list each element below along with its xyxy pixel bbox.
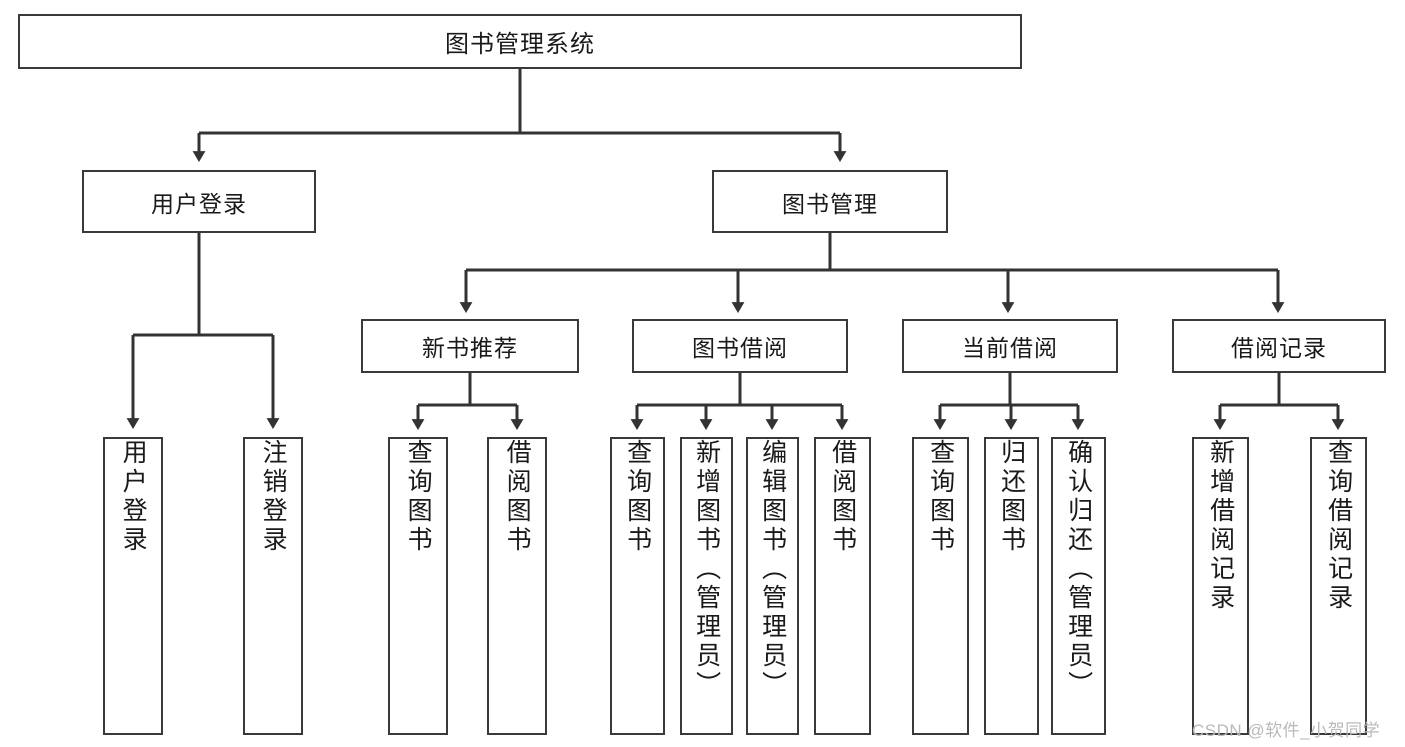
csdn-watermark: CSDN @软件_小贺同学 (1192, 721, 1381, 740)
node-leaf-return-book[interactable]: 归还图书 (984, 437, 1039, 735)
node-leaf-add-book-admin[interactable]: 新增图书（管理员） (680, 437, 733, 735)
connector-root-to-level2 (192, 69, 847, 163)
leaf-label: 查询图书 (404, 439, 433, 555)
leaf-label: 用户登录 (119, 439, 148, 555)
connector-borrowrecord-to-leaves (1213, 373, 1345, 431)
connector-currentborrow-to-leaves (933, 373, 1085, 431)
node-leaf-borrow-book[interactable]: 借阅图书 (814, 437, 871, 735)
leaf-label: 查询图书 (623, 439, 652, 555)
leaf-label: 借阅图书 (828, 439, 857, 555)
node-leaf-logout[interactable]: 注销登录 (243, 437, 303, 735)
connector-bookmanage-to-level3 (459, 233, 1285, 314)
connector-bookborrow-to-leaves (630, 373, 849, 431)
leaf-label: 注销登录 (259, 439, 288, 555)
node-leaf-confirm-return-admin[interactable]: 确认归还（管理员） (1051, 437, 1106, 735)
node-leaf-query-book-current[interactable]: 查询图书 (912, 437, 969, 735)
connector-newbookrec-to-leaves (411, 373, 524, 431)
leaf-label: 确认归还（管理员） (1064, 439, 1093, 700)
node-current-borrow[interactable]: 当前借阅 (902, 319, 1118, 373)
node-user-login[interactable]: 用户登录 (82, 170, 316, 233)
leaf-label: 新增借阅记录 (1206, 439, 1235, 613)
node-book-borrow[interactable]: 图书借阅 (632, 319, 848, 373)
leaf-label: 编辑图书（管理员） (758, 439, 787, 700)
node-leaf-edit-book-admin[interactable]: 编辑图书（管理员） (746, 437, 799, 735)
node-root[interactable]: 图书管理系统 (18, 14, 1022, 69)
leaf-label: 新增图书（管理员） (692, 439, 721, 700)
leaf-label: 查询借阅记录 (1324, 439, 1353, 613)
leaf-label: 查询图书 (926, 439, 955, 555)
node-borrow-record[interactable]: 借阅记录 (1172, 319, 1386, 373)
leaf-label: 借阅图书 (503, 439, 532, 555)
node-new-book-recommend[interactable]: 新书推荐 (361, 319, 579, 373)
node-leaf-borrow-book-rec[interactable]: 借阅图书 (487, 437, 547, 735)
node-book-manage[interactable]: 图书管理 (712, 170, 948, 233)
leaf-label: 归还图书 (997, 439, 1026, 555)
node-leaf-query-book-rec[interactable]: 查询图书 (388, 437, 448, 735)
node-leaf-user-login[interactable]: 用户登录 (103, 437, 163, 735)
connector-userlogin-to-leaves (126, 233, 280, 430)
node-leaf-query-book-borrow[interactable]: 查询图书 (610, 437, 665, 735)
node-leaf-add-borrow-record[interactable]: 新增借阅记录 (1192, 437, 1249, 735)
node-leaf-query-borrow-record[interactable]: 查询借阅记录 (1310, 437, 1367, 735)
